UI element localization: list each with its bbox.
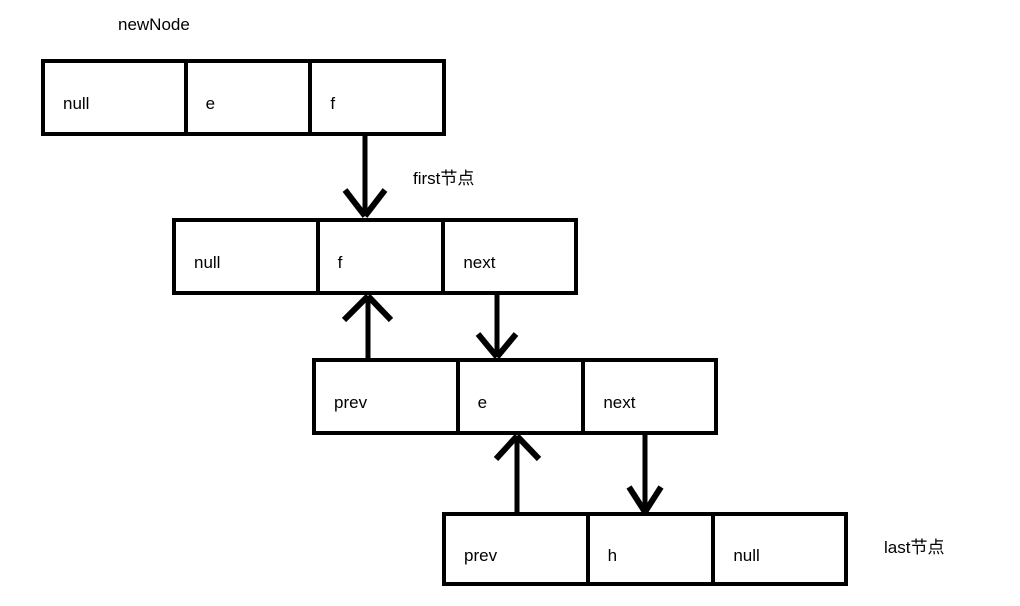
node-last-cell-null: null [711, 516, 844, 582]
node-newnode-prev-value: null [63, 94, 90, 113]
arrow-newnode-next-to-first-icon [342, 132, 388, 218]
label-last-node: last节点 [884, 538, 945, 557]
node-newnode-cell-next: f [308, 63, 443, 132]
node-middle-cell-item: e [455, 362, 582, 431]
node-last-prev-value: prev [464, 545, 498, 565]
node-middle-prev-value: prev [334, 393, 368, 412]
node-newnode-item-value: e [205, 94, 216, 113]
node-newnode-next-value: f [330, 94, 336, 113]
arrow-middle-next-to-last-icon [626, 433, 664, 514]
node-middle-cell-next: next [581, 362, 714, 431]
node-newnode-cell-item: e [183, 63, 309, 132]
node-middle: prev e next [312, 358, 718, 435]
label-newnode: newNode [118, 15, 190, 34]
node-newnode: null e f [41, 59, 446, 136]
node-middle-cell-prev: prev [316, 362, 456, 431]
node-last-next-value: null [733, 545, 760, 565]
node-first-next-value: next [463, 253, 496, 272]
arrow-middle-prev-to-first-icon [341, 293, 394, 360]
label-first-node: first节点 [413, 169, 475, 188]
node-first-cell-prev: null [176, 222, 316, 291]
arrow-last-prev-to-middle-icon [493, 433, 542, 514]
node-first-prev-value: null [194, 253, 221, 272]
node-first-cell-next: next [441, 222, 574, 291]
node-first-cell-item: f [315, 222, 442, 291]
arrow-first-next-to-middle-icon [475, 293, 519, 359]
node-last-cell-prev: prev [446, 516, 586, 582]
node-middle-item-value: e [477, 393, 488, 412]
node-last: prev h null [442, 512, 848, 586]
node-last-cell-item: h [585, 516, 712, 582]
node-newnode-cell-prev: null [45, 63, 184, 132]
node-first-item-value: f [337, 253, 343, 272]
node-last-item-value: h [607, 545, 618, 565]
node-middle-next-value: next [603, 393, 636, 412]
node-first: null f next [172, 218, 578, 295]
